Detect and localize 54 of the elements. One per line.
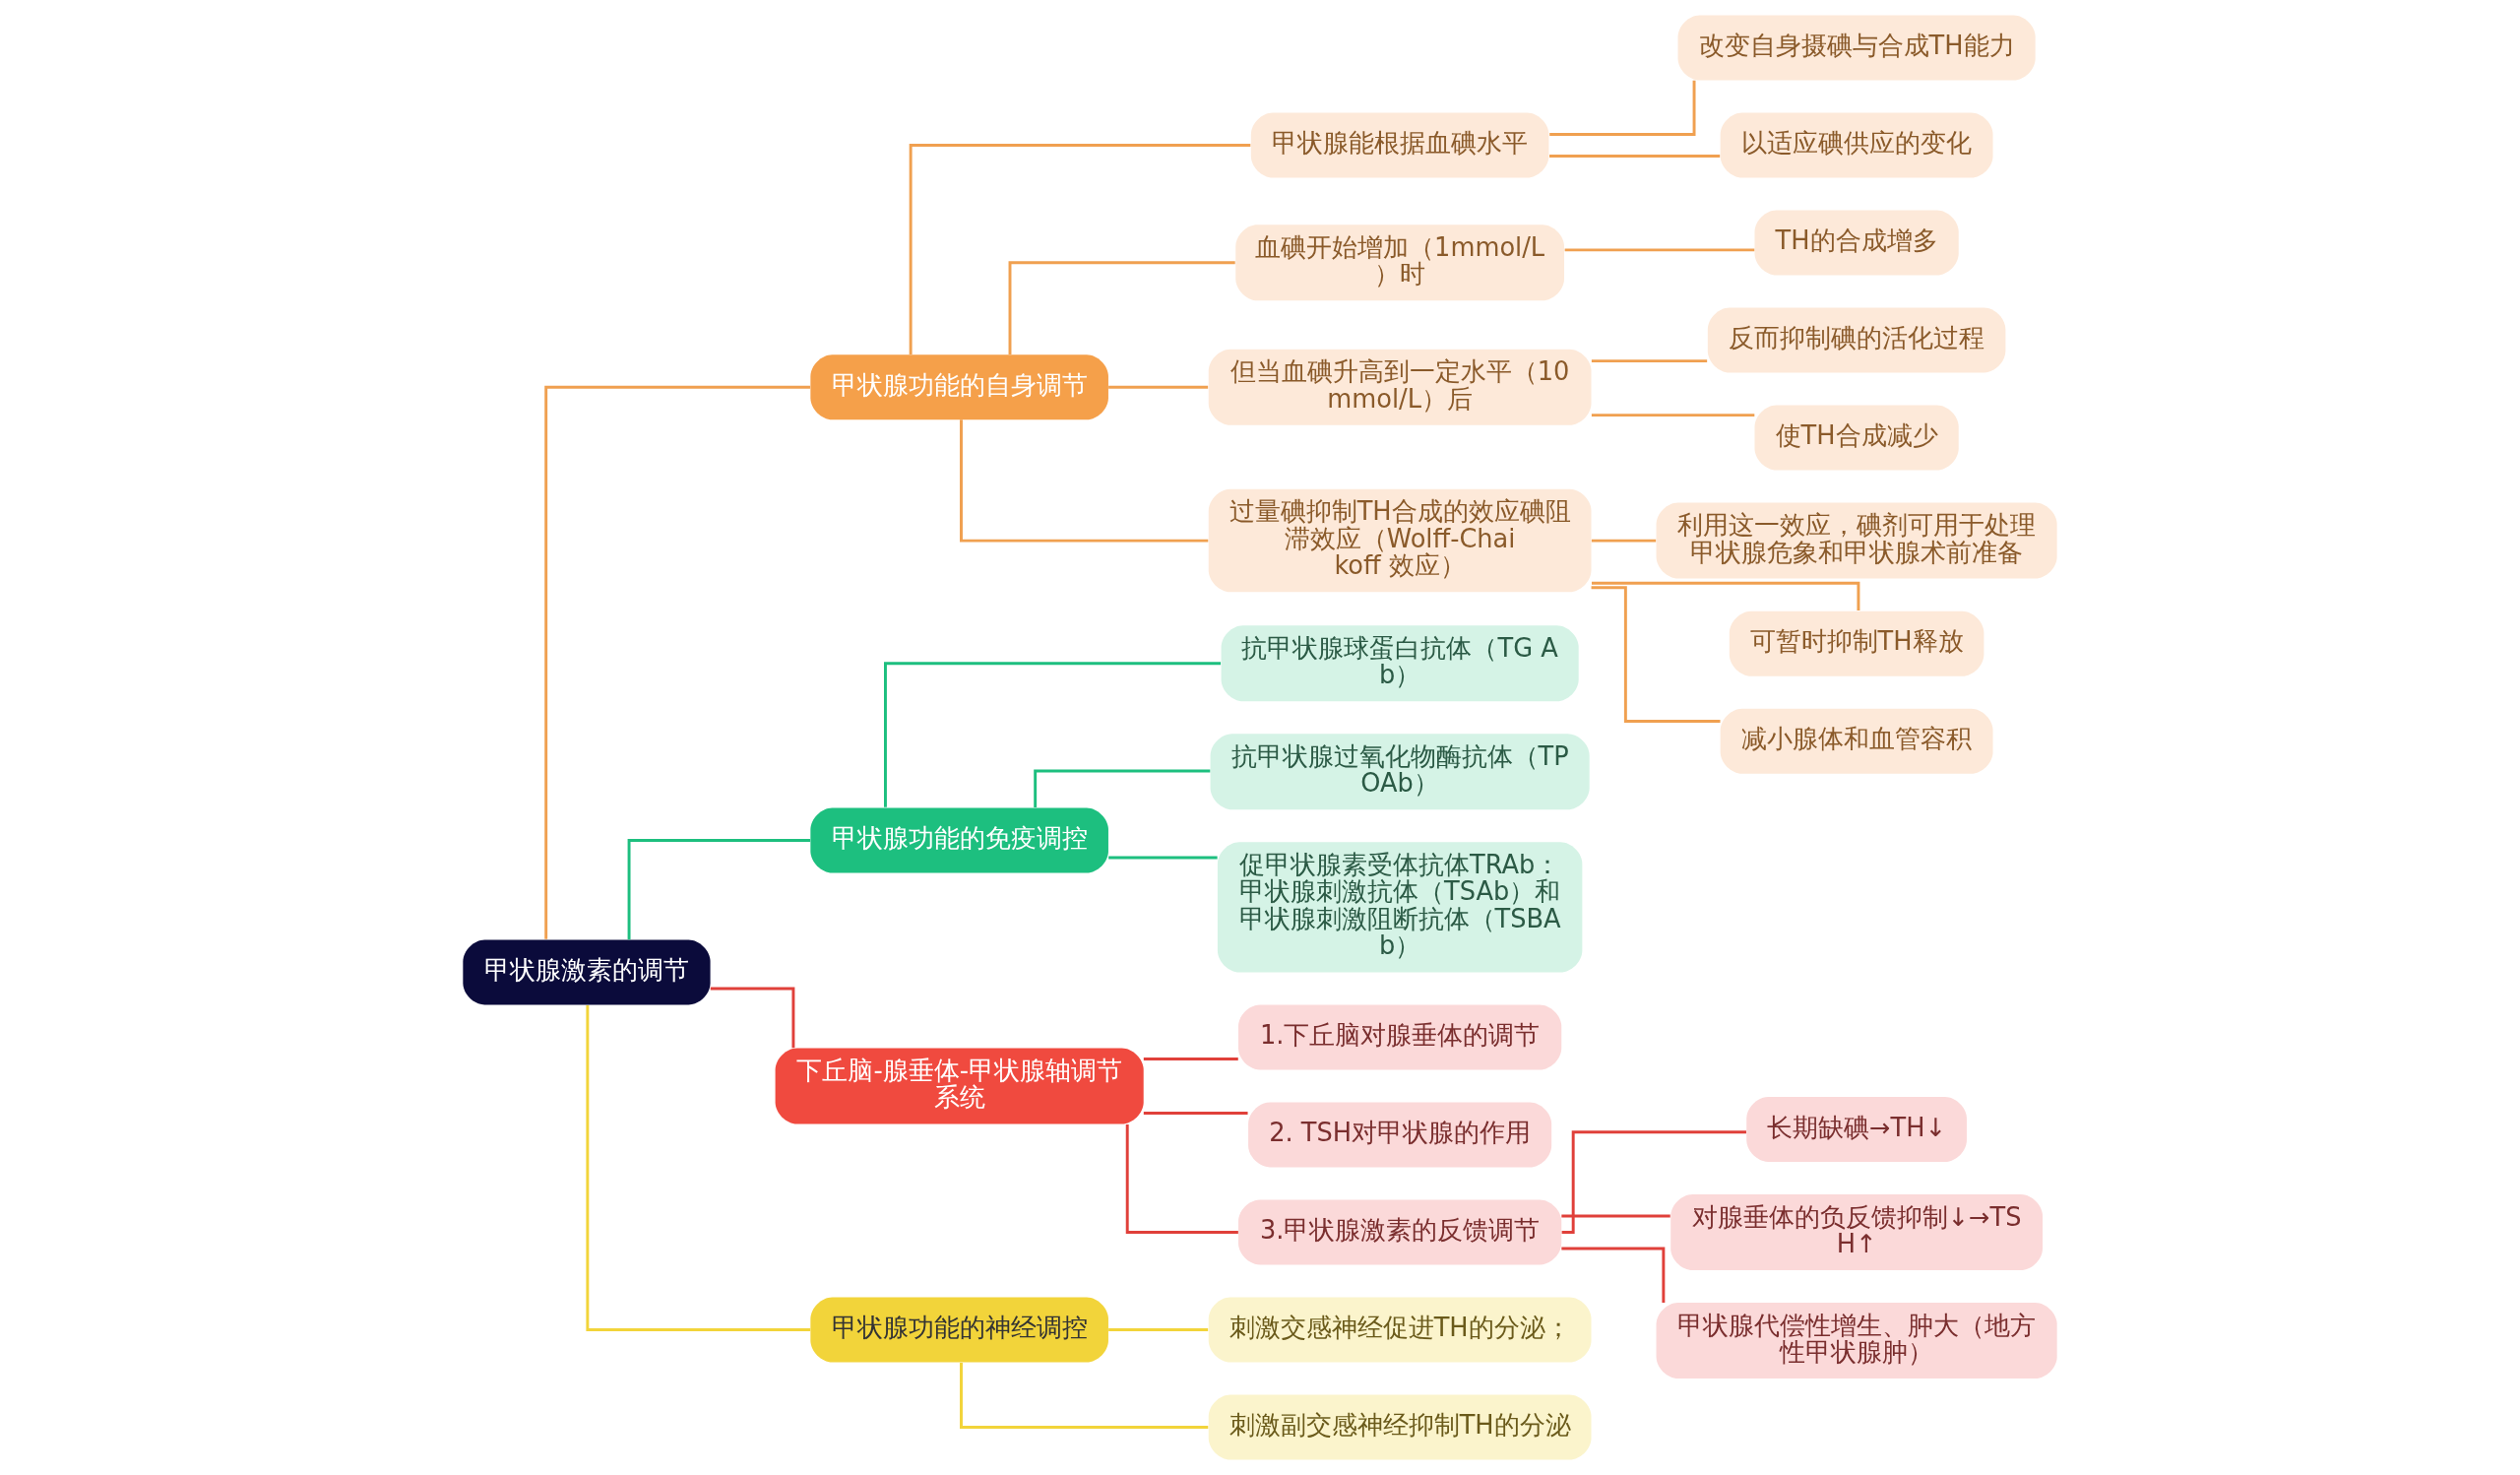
connector [1108,856,1218,860]
connector [1008,261,1235,354]
connector [1561,1214,1670,1218]
node-box: 甲状腺能根据血碘水平 [1250,112,1549,178]
node-box: 对腺垂体的负反馈抑制↓→TSH↑ [1670,1194,2043,1270]
connector [1591,359,1708,363]
node-box: 刺激交感神经促进TH的分泌； [1208,1297,1592,1363]
connector [1143,1057,1238,1060]
node-box: 甲状腺激素的调节 [463,939,711,1005]
connector [1034,769,1211,807]
connector [1125,1123,1238,1234]
connector [1108,385,1209,389]
connector [586,1004,811,1331]
node-box: 3.甲状腺激素的反馈调节 [1238,1199,1562,1265]
node-box: 抗甲状腺过氧化物酶抗体（TPOAb） [1210,734,1590,810]
connector [1549,80,1696,136]
node-box: 刺激副交感神经抑制TH的分泌 [1208,1394,1592,1460]
node-box: 2. TSH对甲状腺的作用 [1248,1102,1552,1168]
connector [627,839,811,940]
connector [1591,586,1721,723]
connector [544,385,811,939]
node-box: 减小腺体和血管容积 [1720,708,1993,774]
connector [1108,1328,1209,1331]
connector [1561,1130,1746,1234]
node-box: 可暂时抑制TH释放 [1729,610,1984,676]
node-box: 利用这一效应，碘剂可用于处理甲状腺危象和甲状腺术前准备 [1656,502,2057,579]
node-box: 1.下丘脑对腺垂体的调节 [1238,1004,1562,1070]
node-box: 血碘开始增加（1mmol/L）时 [1235,224,1564,301]
connector [1591,539,1657,543]
node-box: 抗甲状腺球蛋白抗体（TG Ab） [1221,625,1579,702]
node-box: 甲状腺功能的免疫调控 [810,807,1108,873]
connector [710,987,795,1049]
connector [1564,248,1755,252]
connector [909,144,1251,355]
node-box: 甲状腺功能的自身调节 [810,354,1108,420]
node-box: 下丘脑-腺垂体-甲状腺轴调节系统 [775,1048,1144,1124]
connector [1591,414,1755,417]
connector [960,419,1209,543]
node-box: 长期缺碘→TH↓ [1746,1096,1967,1162]
node-box: 过量碘抑制TH合成的效应碘阻滞效应（Wolff-Chaikoff 效应） [1208,488,1592,593]
node-box: 反而抑制碘的活化过程 [1707,307,2006,373]
node-box: 甲状腺代偿性增生、肿大（地方性甲状腺肿） [1656,1303,2057,1379]
connector [884,662,1222,807]
node-box: 促甲状腺素受体抗体TRAb：甲状腺刺激抗体（TSAb）和甲状腺刺激阻断抗体（TSBAb） [1217,842,1583,973]
connector [1561,1247,1666,1303]
node-box: 使TH合成减少 [1754,405,1959,471]
node-box: 改变自身摄碘与合成TH能力 [1677,15,2036,81]
connector [1549,155,1721,158]
node-box: 以适应碘供应的变化 [1720,112,1993,178]
connector [1143,1112,1248,1115]
connector [960,1363,1209,1429]
node-box: 甲状腺功能的神经调控 [810,1297,1108,1363]
node-box: 但当血碘升高到一定水平（10mmol/L）后 [1208,349,1592,425]
node-box: TH的合成增多 [1754,210,1959,276]
